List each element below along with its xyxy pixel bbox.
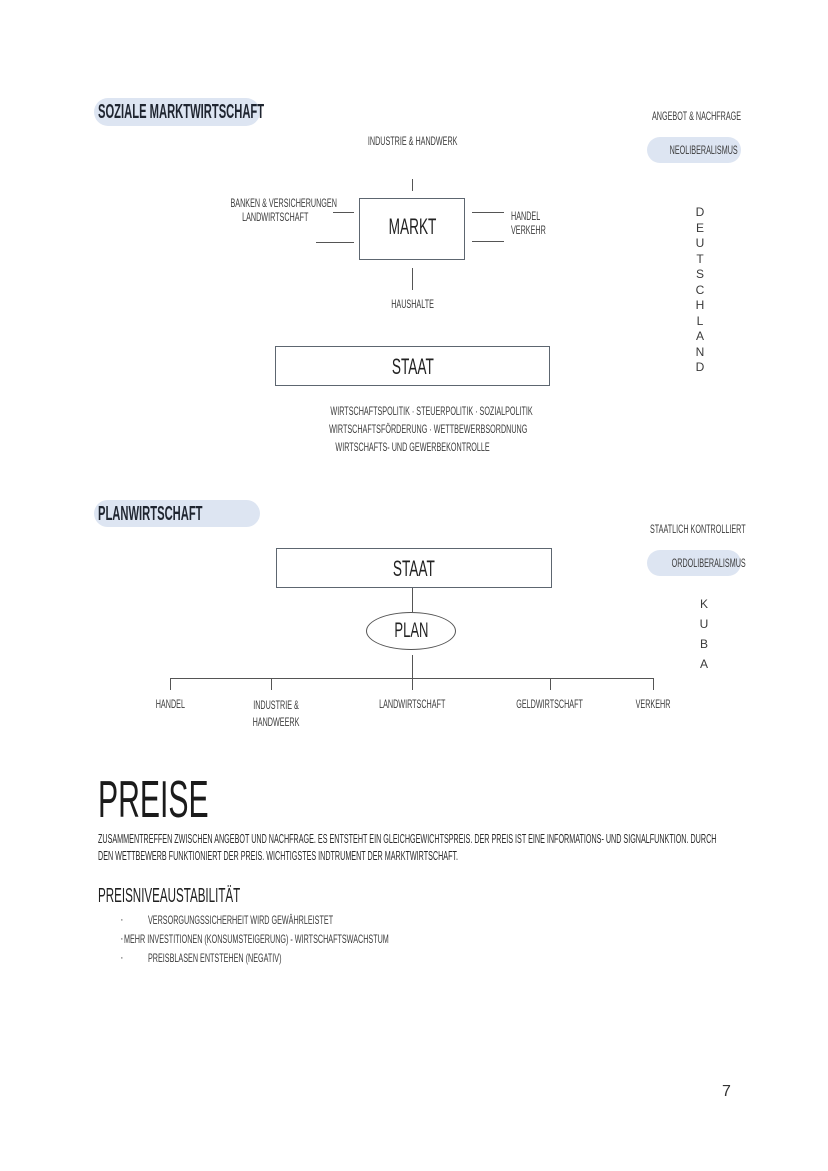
- branch-label-verkehr: VERKEHR: [635, 697, 671, 711]
- staat-box-soziale: [275, 346, 550, 386]
- side-label-staatlich: STAATLICH KONTROLLIERT: [650, 522, 746, 536]
- branch-label-landwirtschaft: LANDWIRTSCHAFT: [378, 697, 446, 711]
- connector-plan-branches: [412, 655, 414, 678]
- bullet-list: · VERSORGUNGSSICHERHEIT WIRD GEWÄHRLEIST…: [120, 910, 520, 967]
- staat-box-plan-label: STAAT: [393, 556, 435, 581]
- list-item: · VERSORGUNGSSICHERHEIT WIRD GEWÄHRLEIST…: [120, 912, 334, 927]
- list-item: · MEHR INVESTITIONEN (KONSUMSTEIGERUNG) …: [120, 931, 389, 946]
- bullet-icon: ·: [120, 913, 124, 926]
- bullet-icon: ·: [120, 932, 124, 945]
- plan-ellipse: [366, 612, 456, 650]
- branch-label-industrie: INDUSTRIE & HANDWEERK: [252, 698, 300, 729]
- markt-top-label: INDUSTRIE & HANDWERK: [368, 134, 458, 148]
- branch-label-handel: HANDEL: [155, 697, 185, 711]
- branch-tick-2: [271, 678, 273, 690]
- connector-left-1: [333, 212, 354, 214]
- branch-tick-1: [170, 678, 172, 690]
- staat-policies: WIRTSCHAFTSPOLITIK · STEUERPOLITIK · SOZ…: [329, 404, 533, 454]
- connector-right-1: [472, 212, 504, 214]
- markt-bottom-label: HAUSHALTE: [391, 297, 435, 311]
- section-title-pill-soziale: [94, 98, 260, 126]
- section-title-soziale: SOZIALE MARKTWIRTSCHAFT: [98, 101, 265, 123]
- side-label-angebot: ANGEBOT & NACHFRAGE: [652, 109, 742, 123]
- branch-tick-3: [412, 678, 414, 690]
- side-pill-ordoliberalismus: [647, 550, 741, 576]
- page-number: 7: [722, 1083, 731, 1100]
- branch-tick-4: [550, 678, 552, 690]
- markt-right-label: HANDEL VERKEHR: [511, 209, 546, 237]
- section-title-pill-plan: [94, 500, 260, 527]
- connector-right-2: [472, 241, 504, 243]
- preise-paragraph: ZUSAMMENTREFFEN ZWISCHEN ANGEBOT UND NAC…: [98, 832, 717, 863]
- heading-preise: PREISE: [98, 771, 209, 829]
- staat-box-soziale-label: STAAT: [391, 354, 434, 379]
- side-pill-neoliberalismus: [647, 137, 741, 163]
- vertical-word-kuba: K U B A: [699, 597, 709, 671]
- connector-top: [412, 179, 414, 191]
- branch-tick-5: [653, 678, 655, 690]
- bullet-icon: ·: [120, 951, 124, 964]
- side-pill-neoliberalismus-label: NEOLIBERALISMUS: [669, 143, 738, 157]
- markt-box-label: MARKT: [388, 214, 436, 239]
- heading-preisniveaustabilitaet: PREISNIVEAUSTABILITÄT: [98, 885, 241, 907]
- list-item: · PREISBLASEN ENTSTEHEN (NEGATIV): [120, 950, 282, 965]
- plan-ellipse-label: PLAN: [393, 619, 428, 642]
- markt-left-label: BANKEN & VERSICHERUNGEN LANDWIRTSCHAFT: [230, 196, 337, 224]
- connector-bottom: [412, 268, 414, 290]
- side-pill-ordoliberalismus-label: ORDOLIBERALISMUS: [671, 556, 746, 570]
- vertical-word-deutschland: D E U T S C H L A N D: [695, 205, 705, 374]
- staat-box-plan: [276, 548, 552, 588]
- markt-box: [359, 198, 465, 260]
- section-title-plan: PLANWIRTSCHAFT: [98, 503, 203, 525]
- connector-staat-plan: [412, 588, 414, 612]
- connector-left-2: [316, 242, 354, 244]
- branch-label-geldwirtschaft: GELDWIRTSCHAFT: [516, 697, 584, 711]
